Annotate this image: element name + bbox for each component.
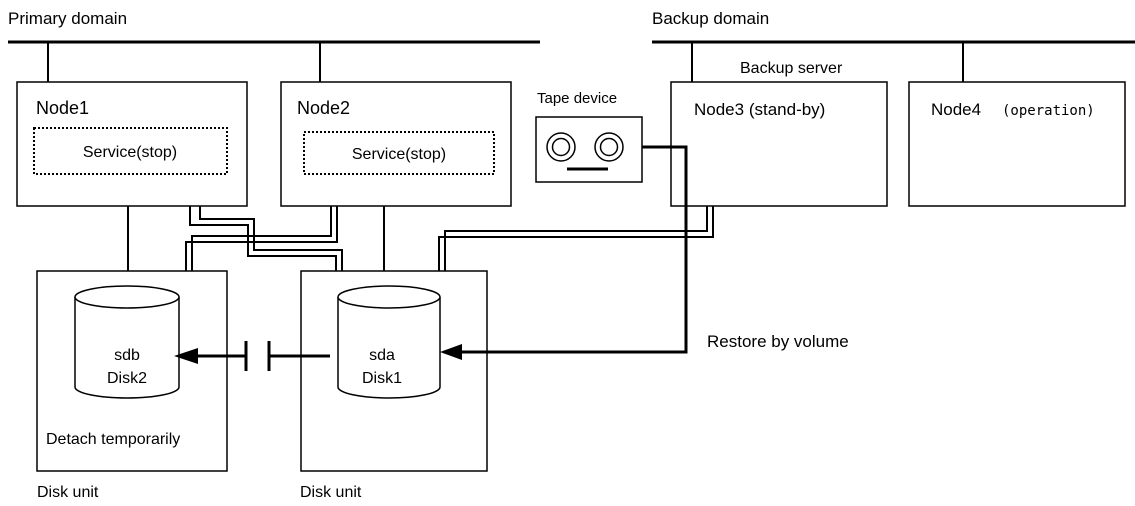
- detach-temporarily-note: Detach temporarily: [46, 431, 180, 448]
- node2-to-left-disk-link-a: [185, 206, 338, 271]
- tape-device-label: Tape device: [537, 90, 617, 107]
- node4-title: Node4: [931, 100, 981, 119]
- tape-reel-left-icon: [546, 132, 576, 162]
- backup-server-label: Backup server: [740, 60, 843, 77]
- node4-status: (operation): [1002, 103, 1095, 119]
- node3-to-right-disk-link-b: [444, 206, 708, 271]
- disk-unit-left-label: Disk unit: [37, 484, 99, 501]
- restore-by-volume-label: Restore by volume: [707, 332, 849, 351]
- node2-title: Node2: [297, 98, 350, 118]
- node3-box: Node3 (stand-by): [670, 81, 888, 207]
- disk2-label: Disk2: [107, 370, 147, 387]
- disk1-cylinder-icon: [337, 285, 441, 399]
- disk1-name: sda: [369, 347, 395, 364]
- backup-domain-label: Backup domain: [652, 9, 769, 28]
- node2-box: Node2 Service(stop): [280, 81, 512, 207]
- node2-to-left-disk-link-b: [191, 206, 332, 271]
- disk1-label: Disk1: [362, 370, 402, 387]
- node1-service-label: Service(stop): [83, 144, 177, 161]
- node3-to-right-disk-link-a: [438, 206, 714, 271]
- node1-to-right-disk-link-b: [199, 206, 343, 271]
- node1-service-box: [33, 127, 228, 175]
- disk2-cylinder-icon: [74, 285, 180, 399]
- node-disk-connections: [127, 206, 714, 271]
- restore-path: [440, 145, 688, 360]
- node1-box: Node1 Service(stop): [16, 81, 248, 207]
- tape-device: [535, 116, 643, 183]
- primary-domain-label: Primary domain: [8, 9, 127, 28]
- node3-title: Node3 (stand-by): [694, 100, 825, 119]
- disk-unit-right-label: Disk unit: [300, 484, 362, 501]
- node2-service-label: Service(stop): [352, 146, 446, 163]
- tape-reel-right-icon: [594, 132, 624, 162]
- detach-arrow: [174, 341, 330, 371]
- node4-box: Node4 (operation): [908, 81, 1126, 207]
- node1-to-right-disk-link-a: [189, 206, 337, 271]
- disk2-name: sdb: [114, 347, 140, 364]
- node1-title: Node1: [36, 98, 89, 118]
